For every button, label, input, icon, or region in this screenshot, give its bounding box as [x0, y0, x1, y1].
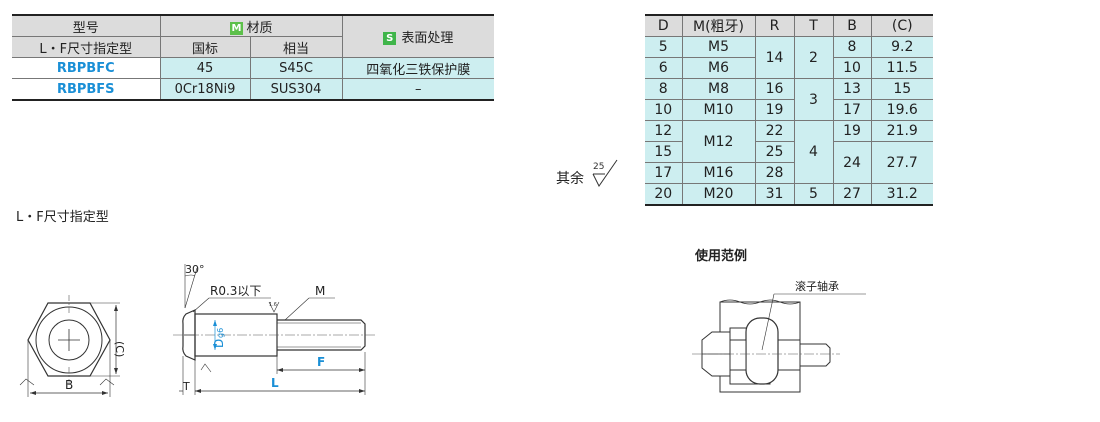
- dimension-table: D M(粗牙) R T B (C) 5 M5 14 2 8 9.2 6 M6 1…: [645, 14, 933, 206]
- m-cell: M12: [681, 120, 756, 163]
- equiv-cell: S45C: [249, 57, 342, 79]
- d-cell: 6: [645, 57, 683, 79]
- model-header: 型号: [12, 14, 160, 37]
- r-cell: 31: [754, 183, 795, 206]
- r-cell: 14: [754, 36, 795, 79]
- dim-l: L: [271, 376, 279, 390]
- dim-b: B: [65, 378, 73, 392]
- col-header: M(粗牙): [681, 14, 756, 37]
- c-cell: 19.6: [870, 99, 933, 121]
- roughness-symbol-icon: 25: [592, 159, 618, 187]
- c-cell: 31.2: [870, 183, 933, 206]
- equiv-cell: SUS304: [249, 78, 342, 101]
- c-cell: 11.5: [870, 57, 933, 79]
- col-header: T: [793, 14, 834, 37]
- lf-type-header: L・F尺寸指定型: [12, 36, 160, 58]
- col-header: B: [832, 14, 872, 37]
- col-header: D: [645, 14, 683, 37]
- m-cell: M8: [681, 78, 756, 100]
- usage-drawing: 滚子轴承: [692, 279, 866, 393]
- b-cell: 19: [832, 120, 872, 142]
- gb-cell: 0Cr18Ni9: [159, 78, 250, 101]
- radius-note: R0.3以下: [210, 284, 261, 298]
- gb-cell: 45: [159, 57, 250, 79]
- usage-title: 使用范例: [695, 249, 748, 264]
- r-cell: 22: [754, 120, 795, 142]
- d-cell: 10: [645, 99, 683, 121]
- drawing-title: L・F尺寸指定型: [16, 210, 109, 225]
- surface-badge: S: [383, 32, 397, 45]
- b-cell: 8: [832, 36, 872, 58]
- dim-c: (C): [113, 341, 126, 357]
- d-cell: 12: [645, 120, 683, 142]
- c-cell: 27.7: [870, 141, 933, 184]
- t-cell: 5: [793, 183, 834, 206]
- r-cell: 19: [754, 99, 795, 121]
- material-badge: M: [229, 21, 244, 35]
- side-view: D g6 F L T 30° R0.3以下 1.6 M: [173, 263, 377, 395]
- d-cell: 8: [645, 78, 683, 100]
- dim-d-tolerance: g6: [216, 328, 225, 338]
- gb-header: 国标: [159, 36, 250, 58]
- b-cell: 27: [832, 183, 872, 206]
- r-cell: 16: [754, 78, 795, 100]
- model-link[interactable]: RBPBFS: [12, 78, 160, 101]
- m-cell: M10: [681, 99, 756, 121]
- c-cell: 15: [870, 78, 933, 100]
- t-cell: 3: [793, 78, 834, 121]
- bearing-label: 滚子轴承: [795, 279, 839, 293]
- m-cell: M5: [681, 36, 756, 58]
- m-cell: M16: [681, 162, 756, 184]
- table-row: RBPBFC 45 S45C 四氧化三铁保护膜: [12, 57, 494, 79]
- m-cell: M20: [681, 183, 756, 206]
- c-cell: 9.2: [870, 36, 933, 58]
- r-cell: 25: [754, 141, 795, 163]
- col-header: (C): [870, 14, 933, 37]
- dim-f: F: [317, 355, 325, 369]
- b-cell: 17: [832, 99, 872, 121]
- d-cell: 17: [645, 162, 683, 184]
- b-cell: 10: [832, 57, 872, 79]
- surface-cell: 四氧化三铁保护膜: [341, 57, 494, 79]
- c-cell: 21.9: [870, 120, 933, 142]
- b-cell: 13: [832, 78, 872, 100]
- angle-note: 30°: [185, 263, 205, 276]
- m-cell: M6: [681, 57, 756, 79]
- equiv-header: 相当: [249, 36, 342, 58]
- table-row: RBPBFS 0Cr18Ni9 SUS304 –: [12, 78, 494, 101]
- roughness-value: 25: [593, 162, 604, 172]
- t-cell: 4: [793, 120, 834, 184]
- col-header: R: [754, 14, 795, 37]
- roughness-label: 其余: [556, 171, 584, 187]
- dim-t: T: [182, 380, 190, 393]
- b-cell: 24: [832, 141, 872, 184]
- dim-d: D: [212, 339, 226, 348]
- surface-cell: –: [341, 78, 494, 101]
- d-cell: 20: [645, 183, 683, 206]
- d-cell: 15: [645, 141, 683, 163]
- model-link[interactable]: RBPBFC: [12, 57, 160, 79]
- r-cell: 28: [754, 162, 794, 184]
- roughness-small: 1.6: [269, 302, 277, 308]
- t-cell: 2: [793, 36, 834, 79]
- thread-label: M: [315, 284, 325, 298]
- d-cell: 5: [645, 36, 683, 58]
- hex-head-view: B (C): [19, 295, 126, 397]
